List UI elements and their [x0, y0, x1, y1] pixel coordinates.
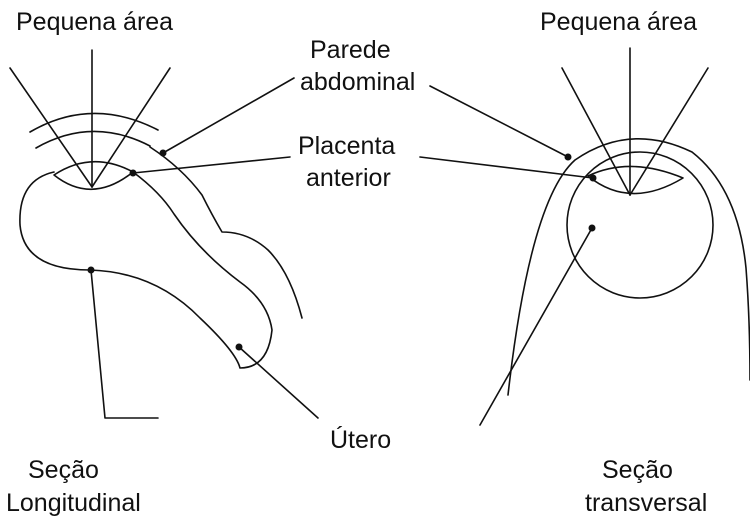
- small-area-left-label: Pequena área: [16, 8, 173, 36]
- longitudinal-section: [10, 50, 318, 418]
- uterus-label: Útero: [330, 425, 391, 454]
- right-abdominal-wall: [508, 139, 750, 395]
- left-transducer-arc-inner: [36, 131, 150, 148]
- right-uterus-leader: [480, 228, 592, 425]
- placenta-label-line2: anterior: [306, 164, 391, 192]
- longitudinal-label-line2: Longitudinal: [6, 489, 141, 517]
- right-placenta: [588, 166, 683, 193]
- right-uterus: [567, 152, 713, 298]
- wall-label-line1: Parede: [310, 36, 391, 64]
- longitudinal-label-line1: Seção: [28, 456, 99, 484]
- transversal-section: [480, 48, 750, 425]
- wall-leader-left: [163, 78, 294, 153]
- left-beam-line-3: [92, 68, 170, 187]
- wall-leader-right: [430, 86, 568, 157]
- left-beam-line-2: [10, 68, 92, 187]
- wall-label-line2: abdominal: [300, 68, 415, 96]
- placenta-leader-left: [133, 157, 290, 173]
- left-uterus-tip-leader: [239, 347, 318, 418]
- left-uterus-bracket: [91, 270, 158, 418]
- placenta-label-line1: Placenta: [298, 132, 395, 160]
- small-area-right-label: Pequena área: [540, 8, 697, 36]
- left-abdominal-wall: [150, 147, 302, 318]
- transversal-label-line2: transversal: [585, 489, 707, 517]
- transversal-label-line1: Seção: [602, 456, 673, 484]
- right-beam-line-3: [630, 68, 708, 195]
- left-uterus-outline: [20, 172, 272, 368]
